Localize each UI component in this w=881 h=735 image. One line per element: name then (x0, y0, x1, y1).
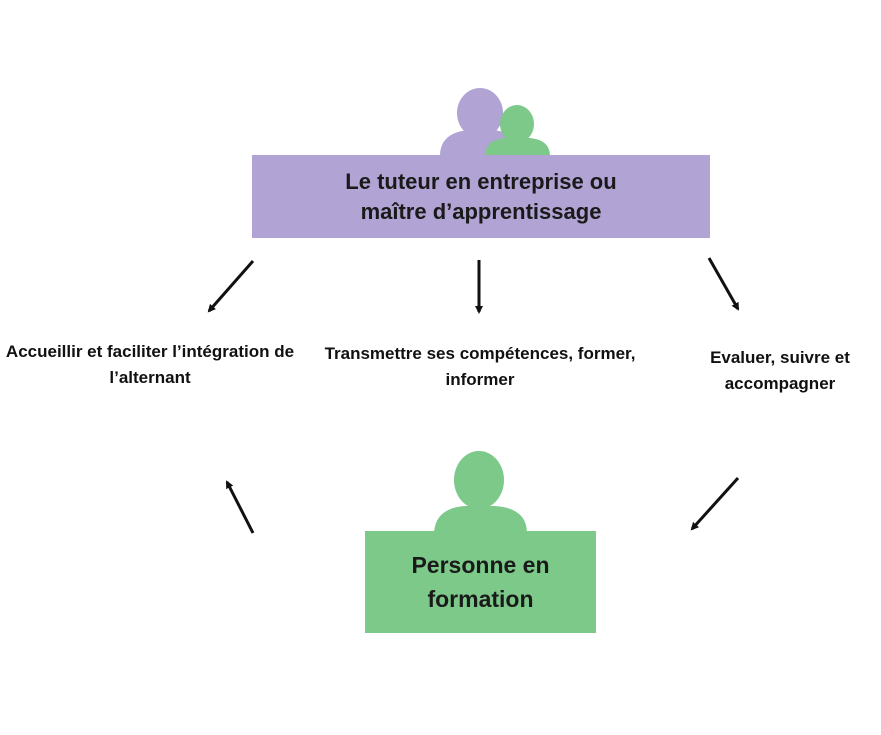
tutor-box: Le tuteur en entreprise ou maître d’appr… (252, 155, 710, 238)
tutor-label: Le tuteur en entreprise ou maître d’appr… (345, 168, 617, 224)
arrow-learner-to-welcome (225, 480, 255, 534)
role-transmit: Transmettre ses compétences, former, inf… (324, 344, 636, 389)
learner-label: Personne en formation (411, 552, 550, 612)
learner-person-icon (434, 451, 527, 532)
arrow-to-welcome (207, 260, 255, 313)
arrows (207, 257, 740, 534)
role-welcome: Accueillir et faciliter l’intégration de… (5, 342, 295, 387)
arrow-evaluate-to-learner (690, 476, 740, 531)
role-evaluate: Evaluer, suivre et accompagner (710, 348, 850, 393)
learner-box: Personne en formation (365, 531, 596, 633)
arrow-to-evaluate (707, 257, 740, 311)
learner-small-person-icon (485, 105, 550, 156)
